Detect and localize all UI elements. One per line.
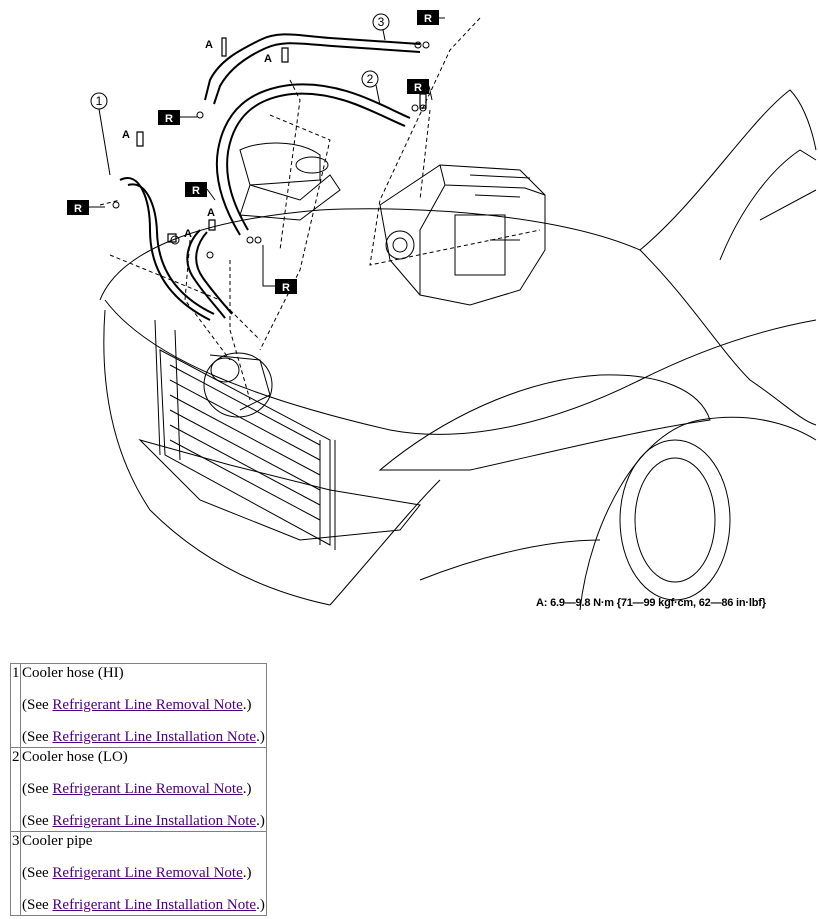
callout-2-label: 2 [367,72,374,86]
cooler-hose-lo-line [215,83,411,236]
car-fender-outline [639,249,817,426]
installation-note-line: (See Refrigerant Line Installation Note.… [22,729,265,745]
part-number: 1 [10,663,21,748]
removal-note-link[interactable]: Refrigerant Line Removal Note [52,697,243,713]
car-wheel [619,439,731,601]
callout-3-label: 3 [378,15,385,29]
replace-badge-label: R [74,203,82,215]
condenser [154,319,336,550]
installation-note-link[interactable]: Refrigerant Line Installation Note [52,813,257,829]
bolt-label-a: A [207,207,215,219]
engine-components [239,142,341,221]
car-wheel-arch [579,416,817,611]
part-description: Cooler pipe (See Refrigerant Line Remova… [20,831,267,916]
part-number: 2 [10,747,21,832]
callout-3-circle [372,13,390,31]
car-hood-outline [99,89,817,301]
part-description: Cooler hose (LO) (See Refrigerant Line R… [20,747,267,832]
exploded-view-diagram: 1 2 3 A A A A A R R R R R R [67,10,817,611]
table-row: 2 Cooler hose (LO) (See Refrigerant Line… [10,747,267,832]
cooler-hose-hi-line [119,177,211,321]
replace-badge-label: R [424,13,432,25]
heater-unit [379,164,546,306]
replace-badge-label: R [192,185,200,197]
bolt-label-a: A [122,129,130,141]
part-name: Cooler pipe [22,833,93,849]
bolt-label-a: A [264,53,272,65]
bolt-label-a: A [184,228,192,240]
car-hood-front-edge [104,299,817,435]
removal-note-line: (See Refrigerant Line Removal Note.) [22,865,252,881]
callout-1-label: 1 [96,94,103,108]
car-headlamp-outline [378,374,711,471]
installation-note-link[interactable]: Refrigerant Line Installation Note [52,897,257,913]
removal-note-line: (See Refrigerant Line Removal Note.) [22,781,252,797]
car-bumper-outline [103,309,441,606]
installation-note-line: (See Refrigerant Line Installation Note.… [22,897,265,913]
bolt-label-a: A [205,39,213,51]
part-name: Cooler hose (LO) [22,749,128,765]
part-number: 3 [10,831,21,916]
removal-note-link[interactable]: Refrigerant Line Removal Note [52,781,243,797]
replace-badge-label: R [282,282,290,294]
car-a-pillar [719,149,817,261]
compressor [203,352,273,418]
part-description: Cooler hose (HI) (See Refrigerant Line R… [20,663,267,748]
table-row: 3 Cooler pipe (See Refrigerant Line Remo… [10,831,267,916]
replace-badge-label: R [165,113,173,125]
removal-note-line: (See Refrigerant Line Removal Note.) [22,697,252,713]
installation-note-line: (See Refrigerant Line Installation Note.… [22,813,265,829]
torque-specification: A: 6.9—9.8 N·m {71—99 kgf·cm, 62—86 in·l… [536,597,766,609]
table-row: 1 Cooler hose (HI) (See Refrigerant Line… [10,663,267,748]
car-grille-outline [138,439,421,541]
part-name: Cooler hose (HI) [22,665,124,681]
replace-badge-label: R [414,82,422,94]
installation-note-link[interactable]: Refrigerant Line Installation Note [52,729,257,745]
parts-table: 1 Cooler hose (HI) (See Refrigerant Line… [10,663,267,916]
callout-2-circle [361,70,379,88]
replace-badges [67,10,439,294]
bolt-icons [136,37,427,243]
cooler-pipe-line [204,33,421,101]
removal-note-link[interactable]: Refrigerant Line Removal Note [52,865,243,881]
